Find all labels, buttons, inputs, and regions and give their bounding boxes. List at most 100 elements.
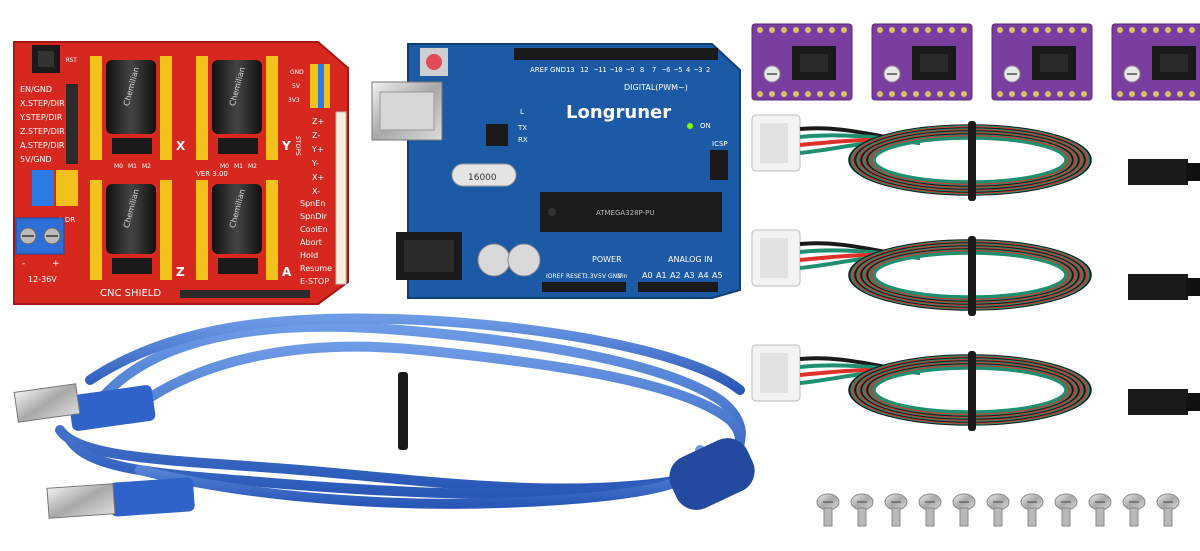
reset-button bbox=[420, 48, 448, 76]
jumper-label: M1 bbox=[128, 163, 137, 170]
power-header bbox=[542, 282, 626, 292]
axis-label-z: Z bbox=[176, 265, 185, 279]
screw bbox=[816, 493, 840, 527]
brand-logo: Longruner bbox=[566, 102, 671, 123]
digital-pin: ~11 bbox=[594, 66, 607, 74]
crystal-label: 16000 bbox=[468, 173, 497, 183]
digital-pin: 13 bbox=[566, 66, 574, 74]
analog-header bbox=[638, 282, 718, 292]
rx-label: RX bbox=[518, 136, 528, 144]
aref-label: AREF bbox=[530, 66, 548, 74]
side-pin-label: GND bbox=[290, 69, 304, 76]
limit-label: X- bbox=[312, 187, 320, 196]
pin-header bbox=[180, 290, 310, 298]
digital-pin: 4 bbox=[686, 66, 690, 74]
stepper-driver-board bbox=[751, 23, 853, 101]
gnd-label: GND bbox=[550, 66, 566, 74]
screw bbox=[918, 493, 942, 527]
usb-controller-chip bbox=[486, 124, 508, 146]
analog-pin: A5 bbox=[712, 271, 723, 280]
stepper-driver-group bbox=[751, 23, 1200, 101]
screw bbox=[1156, 493, 1180, 527]
microstep-labels: M0 M1 M2 M0 M1 M2 bbox=[114, 163, 257, 170]
stepper-cable-group bbox=[751, 114, 1200, 431]
axis-label-a: A bbox=[282, 265, 292, 279]
power-pin: IOREF bbox=[546, 273, 564, 280]
capacitor bbox=[507, 243, 541, 277]
limit-label: Z+ bbox=[312, 117, 324, 126]
limit-label: Y- bbox=[311, 159, 319, 168]
terminal-minus-label: - bbox=[22, 259, 25, 269]
cable-tie bbox=[968, 121, 976, 201]
jumper-label: M2 bbox=[248, 163, 257, 170]
limit-label: Z- bbox=[312, 131, 320, 140]
analog-pin: A4 bbox=[698, 271, 709, 280]
adr-label: A.DR bbox=[58, 216, 75, 224]
control-label: Abort bbox=[300, 238, 322, 247]
control-label: E-STOP bbox=[300, 277, 329, 286]
cnc-pin-labels: EN/GND X.STEP/DIR Y.STEP/DIR Z.STEP/DIR … bbox=[19, 85, 65, 164]
icsp-header bbox=[710, 150, 728, 180]
screw bbox=[1054, 493, 1078, 527]
pin-header bbox=[335, 111, 347, 285]
jumper-label: M2 bbox=[142, 163, 151, 170]
control-label: CoolEn bbox=[300, 225, 328, 234]
screw bbox=[850, 493, 874, 527]
power-pin-labels: IOREF RESET 3.3V 5V GND Vin bbox=[546, 273, 628, 280]
stepper-driver-board bbox=[991, 23, 1093, 101]
side-pin-label: 3V3 bbox=[288, 97, 300, 104]
digital-pin-numbers: 13 12 ~11 ~10 ~9 8 7 ~6 ~5 4 ~3 2 bbox=[566, 66, 710, 74]
analog-pin: A3 bbox=[684, 271, 695, 280]
driver-socket-x: Chemilian bbox=[90, 56, 172, 160]
usb-cable bbox=[13, 313, 755, 519]
axis-labels: X Y Z A bbox=[176, 139, 292, 279]
power-pin: Vin bbox=[618, 273, 628, 280]
jumper-label: M1 bbox=[234, 163, 243, 170]
limit-label: Y+ bbox=[311, 145, 324, 154]
power-led bbox=[687, 123, 693, 129]
digital-pin: 8 bbox=[640, 66, 644, 74]
usb-a-plug bbox=[13, 383, 156, 431]
stepper-motor-cable bbox=[751, 229, 1200, 316]
pin-label: 5V/GND bbox=[20, 155, 52, 164]
dupont-connector bbox=[1128, 274, 1188, 300]
capacitor bbox=[477, 243, 511, 277]
control-label: SpnEn bbox=[300, 199, 325, 208]
pin-label: EN/GND bbox=[20, 85, 52, 94]
version-label: VER 3.00 bbox=[196, 170, 228, 178]
stops-label: STOPS bbox=[294, 136, 301, 156]
screw-group bbox=[816, 493, 1180, 527]
pin-label: Y.STEP/DIR bbox=[19, 113, 63, 122]
usb-b-port bbox=[371, 81, 443, 141]
chip-label: ATMEGA328P-PU bbox=[596, 209, 655, 217]
analog-pin: A1 bbox=[656, 271, 667, 280]
side-pin-label: 5V bbox=[292, 83, 301, 90]
digital-label: DIGITAL(PWM~) bbox=[624, 83, 688, 92]
control-labels: SpnEn SpnDir CoolEn Abort Hold Resume E-… bbox=[300, 199, 332, 286]
digital-pin: ~9 bbox=[626, 66, 634, 74]
pin-label: Z.STEP/DIR bbox=[20, 127, 65, 136]
digital-pin: 2 bbox=[706, 66, 710, 74]
stepper-motor-cable bbox=[751, 344, 1200, 431]
control-label: Hold bbox=[300, 251, 318, 260]
stepper-driver-board bbox=[871, 23, 973, 101]
power-pin: RESET bbox=[566, 273, 586, 280]
side-pin-labels: GND 5V 3V3 bbox=[288, 69, 304, 104]
rst-label: RST bbox=[66, 57, 77, 64]
stepper-driver-board bbox=[1111, 23, 1200, 101]
pin-label: A.STEP/DIR bbox=[20, 141, 65, 150]
axis-label-y: Y bbox=[281, 139, 291, 153]
terminal-plus-label: + bbox=[52, 259, 60, 269]
limit-label: X+ bbox=[312, 173, 324, 182]
jumper-label: M0 bbox=[220, 163, 229, 170]
digital-pin: 7 bbox=[652, 66, 656, 74]
reset-button bbox=[32, 45, 60, 73]
control-label: SpnDir bbox=[300, 212, 328, 221]
cnc-shield-title: CNC SHIELD bbox=[100, 288, 161, 299]
screw bbox=[884, 493, 908, 527]
ferrite-bead bbox=[669, 438, 755, 510]
driver-socket-y: Chemilian bbox=[196, 56, 278, 160]
power-label: POWER bbox=[592, 255, 622, 264]
pin-header bbox=[66, 84, 78, 164]
